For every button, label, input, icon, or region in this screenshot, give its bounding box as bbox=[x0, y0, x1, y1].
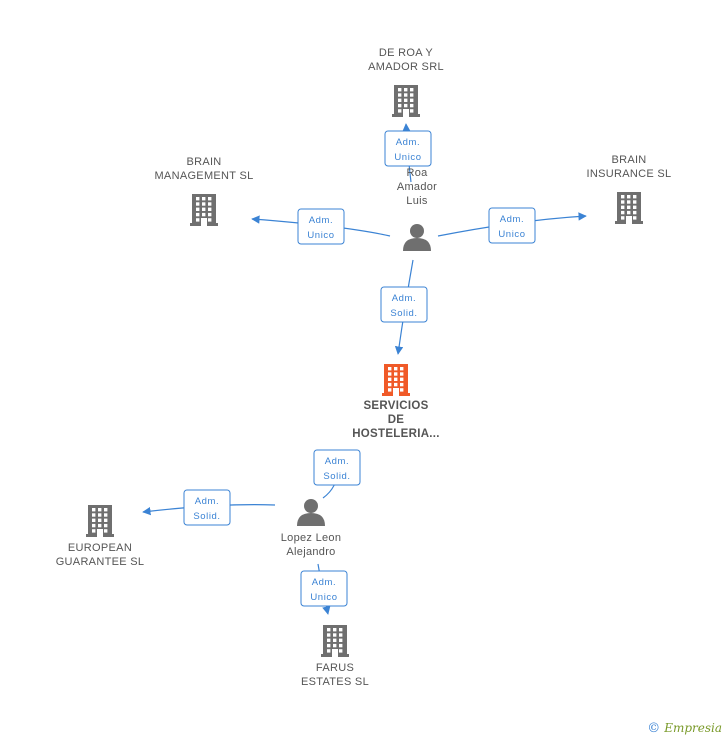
role-badge[interactable]: Adm. Solid. bbox=[183, 489, 231, 526]
building-icon[interactable] bbox=[86, 505, 114, 537]
building-icon[interactable] bbox=[615, 192, 643, 224]
role-badge[interactable]: Adm. Unico bbox=[297, 208, 345, 245]
building-icon[interactable] bbox=[321, 625, 349, 657]
node-label-servicios[interactable]: SERVICIOS DE HOSTELERIA... bbox=[352, 400, 440, 440]
role-text: Adm. bbox=[309, 215, 334, 226]
node-label-line: ESTATES SL bbox=[301, 676, 369, 688]
building-icon[interactable] bbox=[190, 194, 218, 226]
node-label-line: Roa bbox=[406, 167, 428, 179]
role-text: Adm. bbox=[325, 456, 350, 467]
node-label-line: MANAGEMENT SL bbox=[154, 170, 253, 182]
copyright-symbol: © bbox=[647, 721, 661, 736]
building-icon[interactable] bbox=[382, 364, 410, 396]
role-badge[interactable]: Adm. Unico bbox=[488, 207, 536, 244]
node-label-line: FARUS bbox=[316, 662, 354, 674]
building-icon[interactable] bbox=[392, 85, 420, 117]
role-text: Unico bbox=[310, 592, 337, 603]
node-label-line: Alejandro bbox=[286, 546, 335, 558]
node-label-european[interactable]: EUROPEAN GUARANTEE SL bbox=[56, 542, 145, 568]
node-label-line: HOSTELERIA... bbox=[352, 428, 440, 440]
node-label-line: SERVICIOS bbox=[363, 400, 428, 412]
person-icon[interactable] bbox=[297, 499, 325, 526]
node-label-line: Amador bbox=[397, 181, 437, 193]
node-label-line: DE ROA Y bbox=[379, 47, 434, 59]
role-text: Adm. bbox=[312, 577, 337, 588]
brand-footer[interactable]: ©Empresia bbox=[647, 721, 722, 736]
node-label-line: BRAIN bbox=[186, 156, 221, 168]
role-text: Adm. bbox=[500, 214, 525, 225]
node-label-line: Lopez Leon bbox=[281, 532, 342, 544]
role-text: Solid. bbox=[193, 511, 220, 522]
node-label-deroa[interactable]: DE ROA Y AMADOR SRL bbox=[368, 47, 444, 73]
node-label-line: DE bbox=[388, 414, 405, 426]
role-badge[interactable]: Adm. Solid. bbox=[380, 286, 428, 323]
node-label-line: INSURANCE SL bbox=[587, 168, 672, 180]
role-text: Solid. bbox=[323, 471, 350, 482]
role-text: Unico bbox=[394, 152, 421, 163]
node-label-line: GUARANTEE SL bbox=[56, 556, 145, 568]
role-text: Adm. bbox=[392, 293, 417, 304]
role-badge[interactable]: Adm. Unico bbox=[300, 570, 348, 607]
node-label-line: AMADOR SRL bbox=[368, 61, 444, 73]
role-text: Solid. bbox=[390, 308, 417, 319]
role-badge[interactable]: Adm. Unico bbox=[384, 130, 432, 167]
role-text: Adm. bbox=[396, 137, 421, 148]
node-label-line: EUROPEAN bbox=[68, 542, 132, 554]
node-label-line: Luis bbox=[406, 195, 428, 207]
role-text: Unico bbox=[498, 229, 525, 240]
node-label-brain_ins[interactable]: BRAIN INSURANCE SL bbox=[587, 154, 672, 180]
role-text: Adm. bbox=[195, 496, 220, 507]
node-label-farus[interactable]: FARUS ESTATES SL bbox=[301, 662, 369, 688]
node-label-brain_mgmt[interactable]: BRAIN MANAGEMENT SL bbox=[154, 156, 253, 182]
brand-name: Empresia bbox=[664, 721, 722, 735]
role-badge[interactable]: Adm. Solid. bbox=[313, 449, 361, 486]
node-label-line: BRAIN bbox=[611, 154, 646, 166]
role-text: Unico bbox=[307, 230, 334, 241]
person-icon[interactable] bbox=[403, 224, 431, 251]
roles-layer: Adm.UnicoAdm.UnicoAdm.UnicoAdm.Solid.Adm… bbox=[183, 130, 536, 607]
